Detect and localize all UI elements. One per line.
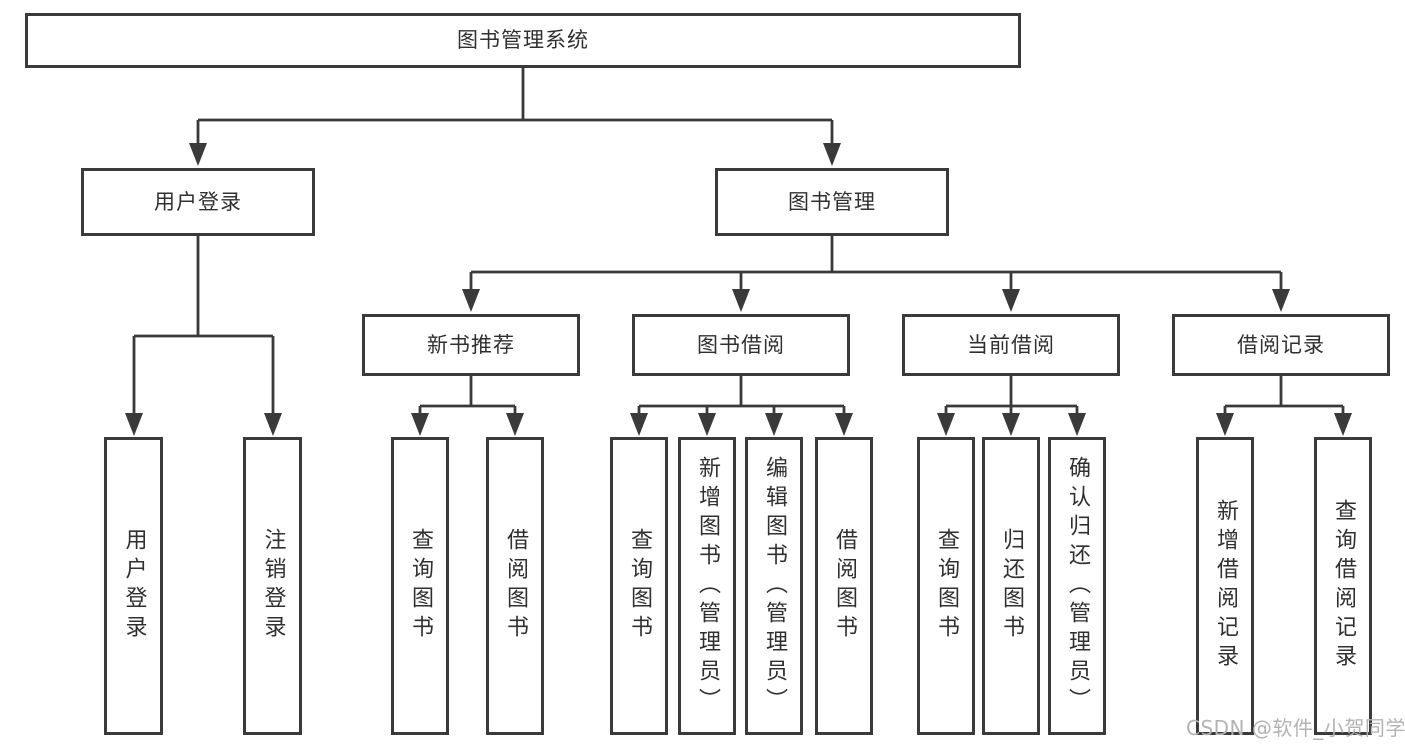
connector-borrow-records [1223,376,1345,415]
node-borrow-records: 借阅记录 [1172,314,1390,376]
connector-user-login [132,236,275,415]
node-root: 图书管理系统 [25,13,1021,68]
node-label: 确认归还（管理员） [1065,455,1090,717]
arrow-down-icon [1068,413,1086,436]
node-label: 用户登录 [121,528,147,644]
node-label: 新增图书（管理员） [695,455,720,717]
leaf-borrow-query-books: 查询图书 [610,437,668,735]
arrow-down-icon [462,289,480,312]
node-new-book-recommend: 新书推荐 [362,314,580,376]
node-book-borrow: 图书借阅 [632,314,850,376]
node-label: 借阅图书 [832,528,857,644]
arrow-down-icon [125,413,143,436]
node-label: 用户登录 [154,189,242,214]
node-label: 图书管理 [788,189,876,214]
arrow-down-icon [732,289,750,312]
leaf-recommend-query-books: 查询图书 [391,437,449,735]
leaf-user-login: 用户登录 [104,437,163,735]
connector-root [196,68,834,144]
connector-book-management [469,236,1283,291]
leaf-query-borrow-record: 查询借阅记录 [1314,437,1372,735]
leaf-add-borrow-record: 新增借阅记录 [1196,437,1254,735]
leaf-edit-books-admin: 编辑图书（管理员） [745,437,803,735]
node-user-login: 用户登录 [81,168,315,236]
arrow-down-icon [1334,413,1352,436]
arrow-down-icon [698,413,716,436]
node-label: 新增借阅记录 [1213,499,1238,673]
leaf-recommend-borrow-books: 借阅图书 [486,437,544,735]
node-label: 编辑图书（管理员） [762,455,787,717]
arrow-down-icon [823,143,841,166]
connector-new-book-recommend [418,376,517,415]
arrow-down-icon [411,413,429,436]
arrow-down-icon [937,413,955,436]
arrow-down-icon [264,413,282,436]
arrow-down-icon [1216,413,1234,436]
arrow-down-icon [1002,289,1020,312]
node-label: 借阅记录 [1237,332,1325,357]
node-label: 查询借阅记录 [1331,499,1356,673]
arrow-down-icon [506,413,524,436]
node-label: 新书推荐 [427,332,515,357]
arrow-down-icon [189,143,207,166]
arrow-down-icon [1002,413,1020,436]
node-label: 查询图书 [627,528,652,644]
node-label: 注销登录 [260,528,286,644]
node-label: 查询图书 [934,528,959,644]
leaf-confirm-return-admin: 确认归还（管理员） [1048,437,1106,735]
arrow-down-icon [1272,289,1290,312]
connector-current-borrow [944,376,1079,415]
arrow-down-icon [835,413,853,436]
connector-book-borrow [637,376,846,415]
leaf-borrow-books: 借阅图书 [815,437,873,735]
arrow-down-icon [630,413,648,436]
node-label: 归还图书 [999,528,1024,644]
leaf-return-books: 归还图书 [982,437,1040,735]
arrow-down-icon [765,413,783,436]
leaf-current-query-books: 查询图书 [917,437,975,735]
leaf-logout: 注销登录 [243,437,302,735]
leaf-add-books-admin: 新增图书（管理员） [678,437,736,735]
node-label: 图书借阅 [697,332,785,357]
node-current-borrow: 当前借阅 [902,314,1120,376]
node-label: 查询图书 [408,528,433,644]
node-label: 图书管理系统 [457,28,589,52]
node-book-management: 图书管理 [715,168,949,236]
node-label: 借阅图书 [503,528,528,644]
node-label: 当前借阅 [967,332,1055,357]
csdn-watermark: CSDN @软件_小贺同学 [1186,716,1405,740]
